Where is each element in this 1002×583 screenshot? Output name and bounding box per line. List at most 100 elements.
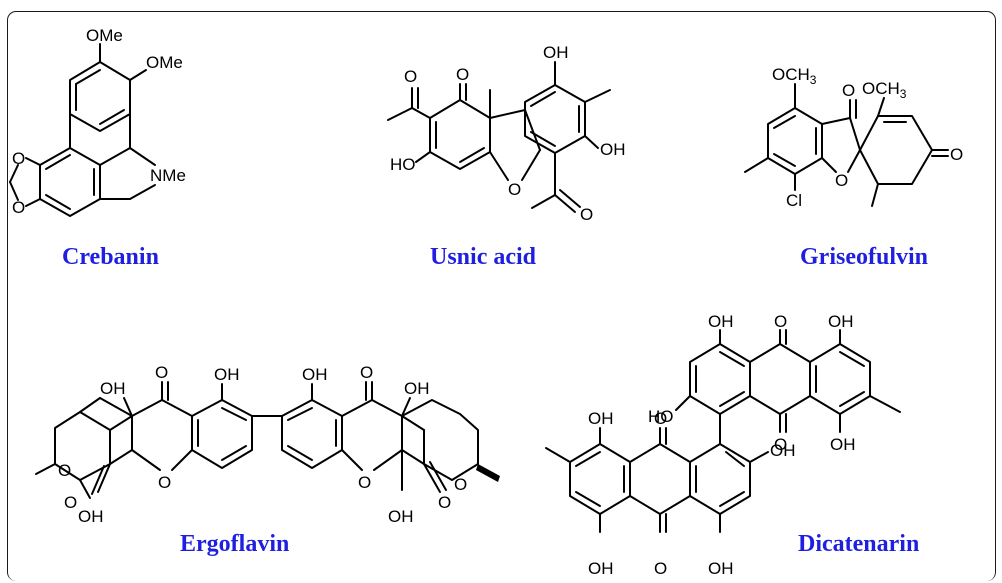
gris-label: Cl bbox=[786, 191, 802, 210]
dica-bond bbox=[629, 495, 661, 515]
usnic-bond bbox=[584, 89, 611, 103]
crebanin-bond bbox=[25, 198, 41, 207]
gris-label: O bbox=[842, 81, 855, 100]
usnic-bond bbox=[584, 135, 599, 149]
structure-usnic-acid: O O OH HO O OH O bbox=[0, 0, 660, 260]
dica-bond bbox=[749, 451, 769, 463]
ergo-label: OH bbox=[78, 507, 104, 526]
dicatenarin-upper-ring-left bbox=[689, 343, 751, 415]
dica-label: OH bbox=[770, 441, 796, 460]
crebanin-bond bbox=[129, 147, 156, 166]
dica-label: O bbox=[654, 559, 667, 578]
crebanin-bond bbox=[9, 164, 19, 183]
caption-dicatenarin: Dicatenarin bbox=[798, 531, 920, 557]
usnic-label: OH bbox=[543, 43, 569, 62]
ergo-label: OH bbox=[302, 365, 328, 384]
structure-ergoflavin: O OH OH OH O OH O O O O O O OH OH bbox=[35, 363, 500, 526]
gris-label: OCH3 bbox=[772, 65, 817, 87]
crebanin-bond bbox=[99, 147, 131, 166]
ergo-label: OH bbox=[214, 365, 240, 384]
dica-bond bbox=[675, 395, 691, 411]
crebanin-label: NMe bbox=[150, 166, 186, 185]
ergo-label: O bbox=[358, 473, 371, 492]
dicatenarin-lower-ring-left bbox=[569, 443, 631, 515]
crebanin-label: O bbox=[12, 149, 25, 168]
gris-bond bbox=[877, 97, 885, 117]
dica-label: O bbox=[774, 312, 787, 331]
ergo-label: OH bbox=[388, 507, 414, 526]
caption-ergoflavin: Ergoflavin bbox=[180, 531, 290, 557]
crebanin-bond-ome2 bbox=[129, 69, 147, 81]
dica-label: O bbox=[654, 409, 667, 428]
dica-bond bbox=[749, 343, 781, 363]
gris-bond bbox=[849, 117, 861, 151]
usnic-bond bbox=[554, 194, 576, 213]
dica-bond bbox=[869, 395, 901, 413]
ergoflavin-left-xanthone bbox=[123, 381, 193, 471]
dica-bond bbox=[659, 495, 691, 515]
usnic-bond bbox=[489, 109, 526, 119]
gris-bond bbox=[871, 183, 879, 207]
dica-label: OH bbox=[708, 559, 734, 578]
usnic-label: OH bbox=[600, 140, 626, 159]
crebanin-bond bbox=[25, 157, 41, 166]
ergo-label: O bbox=[155, 363, 168, 382]
gris-bond bbox=[821, 157, 837, 173]
caption-griseofulvin: Griseofulvin bbox=[800, 244, 929, 270]
crebanin-bond bbox=[129, 184, 156, 200]
dica-bond bbox=[659, 443, 691, 463]
structure-griseofulvin: OCH3 O OCH3 O O Cl bbox=[0, 0, 1000, 260]
gris-label: O bbox=[950, 145, 963, 164]
caption-crebanin: Crebanin bbox=[62, 244, 159, 270]
figure-frame bbox=[7, 11, 996, 581]
caption-usnic-acid: Usnic acid bbox=[430, 244, 537, 270]
structure-crebanin: OMe OMe NMe O O bbox=[0, 0, 260, 240]
ergo-label: O bbox=[438, 493, 451, 512]
dica-label: HO bbox=[648, 407, 674, 426]
usnic-label: O bbox=[404, 67, 417, 86]
dica-bond bbox=[779, 343, 811, 363]
ergoflavin-right-cage bbox=[401, 399, 500, 493]
usnic-bond bbox=[521, 149, 541, 181]
crebanin-label: O bbox=[12, 198, 25, 217]
dicatenarin-lower-ring-right bbox=[689, 443, 751, 515]
usnic-label: O bbox=[508, 180, 521, 199]
usnic-bond bbox=[559, 189, 581, 208]
dica-label: O bbox=[774, 435, 787, 454]
crebanin-label: OMe bbox=[86, 26, 123, 45]
crebanin-label: OMe bbox=[146, 53, 183, 72]
usnic-label: O bbox=[580, 205, 593, 224]
dica-label: OH bbox=[828, 312, 854, 331]
gris-bond bbox=[744, 157, 769, 173]
ergo-label: O bbox=[158, 473, 171, 492]
ergoflavin-right-xanthone bbox=[341, 381, 411, 471]
usnic-bond bbox=[387, 107, 413, 121]
dica-label: OH bbox=[588, 559, 614, 578]
ergo-label: O bbox=[64, 493, 77, 512]
ergo-label: O bbox=[454, 475, 467, 494]
gris-label: O bbox=[835, 171, 848, 190]
usnic-label: HO bbox=[390, 155, 416, 174]
usnic-label: O bbox=[456, 65, 469, 84]
gris-label: OCH3 bbox=[862, 79, 907, 101]
dicatenarin-upper-ring-right bbox=[809, 343, 871, 415]
dica-bond bbox=[749, 395, 781, 415]
dica-bond bbox=[629, 443, 661, 463]
dica-bond bbox=[545, 447, 571, 463]
usnic-bond bbox=[531, 194, 556, 209]
gris-bond bbox=[847, 149, 861, 173]
ergo-label: O bbox=[58, 461, 71, 480]
crebanin-bond bbox=[9, 181, 19, 201]
usnic-bond bbox=[489, 151, 509, 181]
ergo-label: OH bbox=[100, 379, 126, 398]
gris-bond bbox=[821, 117, 851, 125]
ergo-label: OH bbox=[404, 379, 430, 398]
dica-label: OH bbox=[588, 409, 614, 428]
ergoflavin-left-cage bbox=[35, 397, 133, 499]
dica-label: OH bbox=[830, 435, 856, 454]
usnic-bond bbox=[415, 151, 431, 163]
dica-label: OH bbox=[708, 312, 734, 331]
ergo-label: O bbox=[360, 363, 373, 382]
dica-bond bbox=[779, 395, 811, 415]
